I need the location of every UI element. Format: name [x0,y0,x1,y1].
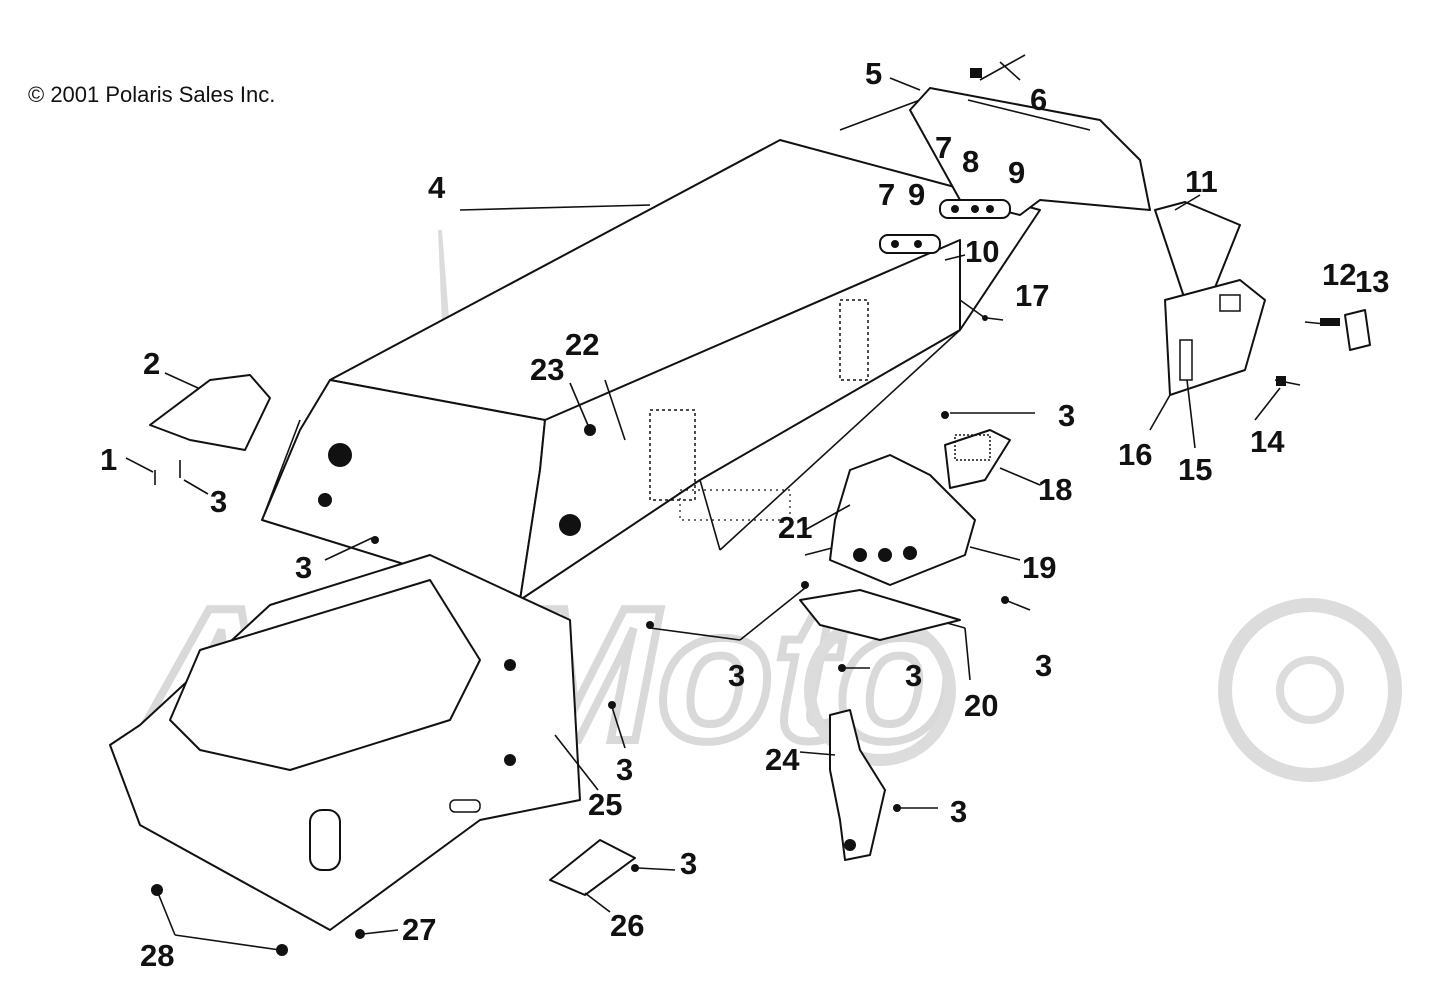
leader-lines [125,77,1281,951]
callout-12: 12 [1322,257,1356,292]
callout-3: 3 [1035,648,1052,683]
callout-9: 9 [908,177,925,212]
mount-part-19 [829,454,976,586]
callout-3: 3 [295,550,312,585]
side-panel-part-16 [1164,279,1266,396]
callout-3: 3 [616,752,633,787]
callout-10: 10 [965,234,999,269]
callout-9: 9 [1008,155,1025,190]
callout-27: 27 [402,912,436,947]
callout-20: 20 [964,688,998,723]
callout-numbers: 1 2 3 3 3 3 3 3 3 3 3 4 5 6 7 7 8 9 9 10… [100,56,1389,973]
hardware-12-13-14 [1274,309,1371,386]
callout-5: 5 [865,56,882,91]
bracket-part-18 [944,429,1011,489]
callout-19: 19 [1022,550,1056,585]
callout-21: 21 [778,510,812,545]
callout-2: 2 [143,346,160,381]
callout-11: 11 [1185,164,1218,199]
callout-3: 3 [950,794,967,829]
rod-part-20 [799,589,966,641]
bracket-part-26 [549,839,636,896]
callout-24: 24 [765,742,800,777]
callout-3: 3 [210,484,227,519]
bolt-part-6 [970,54,1026,81]
callout-16: 16 [1118,437,1152,472]
callout-28: 28 [140,938,174,973]
callout-3: 3 [680,846,697,881]
callout-4: 4 [428,170,446,205]
callout-3: 3 [728,658,745,693]
callout-25: 25 [588,787,622,822]
callout-18: 18 [1038,472,1072,507]
callout-1: 1 [100,442,117,477]
callout-6: 6 [1030,82,1047,117]
callout-26: 26 [610,908,644,943]
bracket-part-2 [149,374,271,485]
callout-17: 17 [1015,278,1049,313]
copyright-notice: © 2001 Polaris Sales Inc. [28,82,276,107]
bracket-part-24 [829,709,886,861]
brackets-7-8-9 [879,199,1011,254]
callout-3: 3 [1058,398,1075,433]
callout-14: 14 [1250,424,1285,459]
callout-22: 22 [565,327,599,362]
callout-3: 3 [905,658,922,693]
fasteners [151,315,1009,956]
bulkhead-part-25 [109,554,581,931]
callout-7: 7 [878,177,895,212]
callout-8: 8 [962,144,979,179]
callout-15: 15 [1178,452,1212,487]
callout-23: 23 [530,352,564,387]
grab-handle-part-11 [1154,201,1241,301]
tunnel-part-4 [261,99,1041,601]
callout-13: 13 [1355,264,1389,299]
callout-7: 7 [935,130,952,165]
